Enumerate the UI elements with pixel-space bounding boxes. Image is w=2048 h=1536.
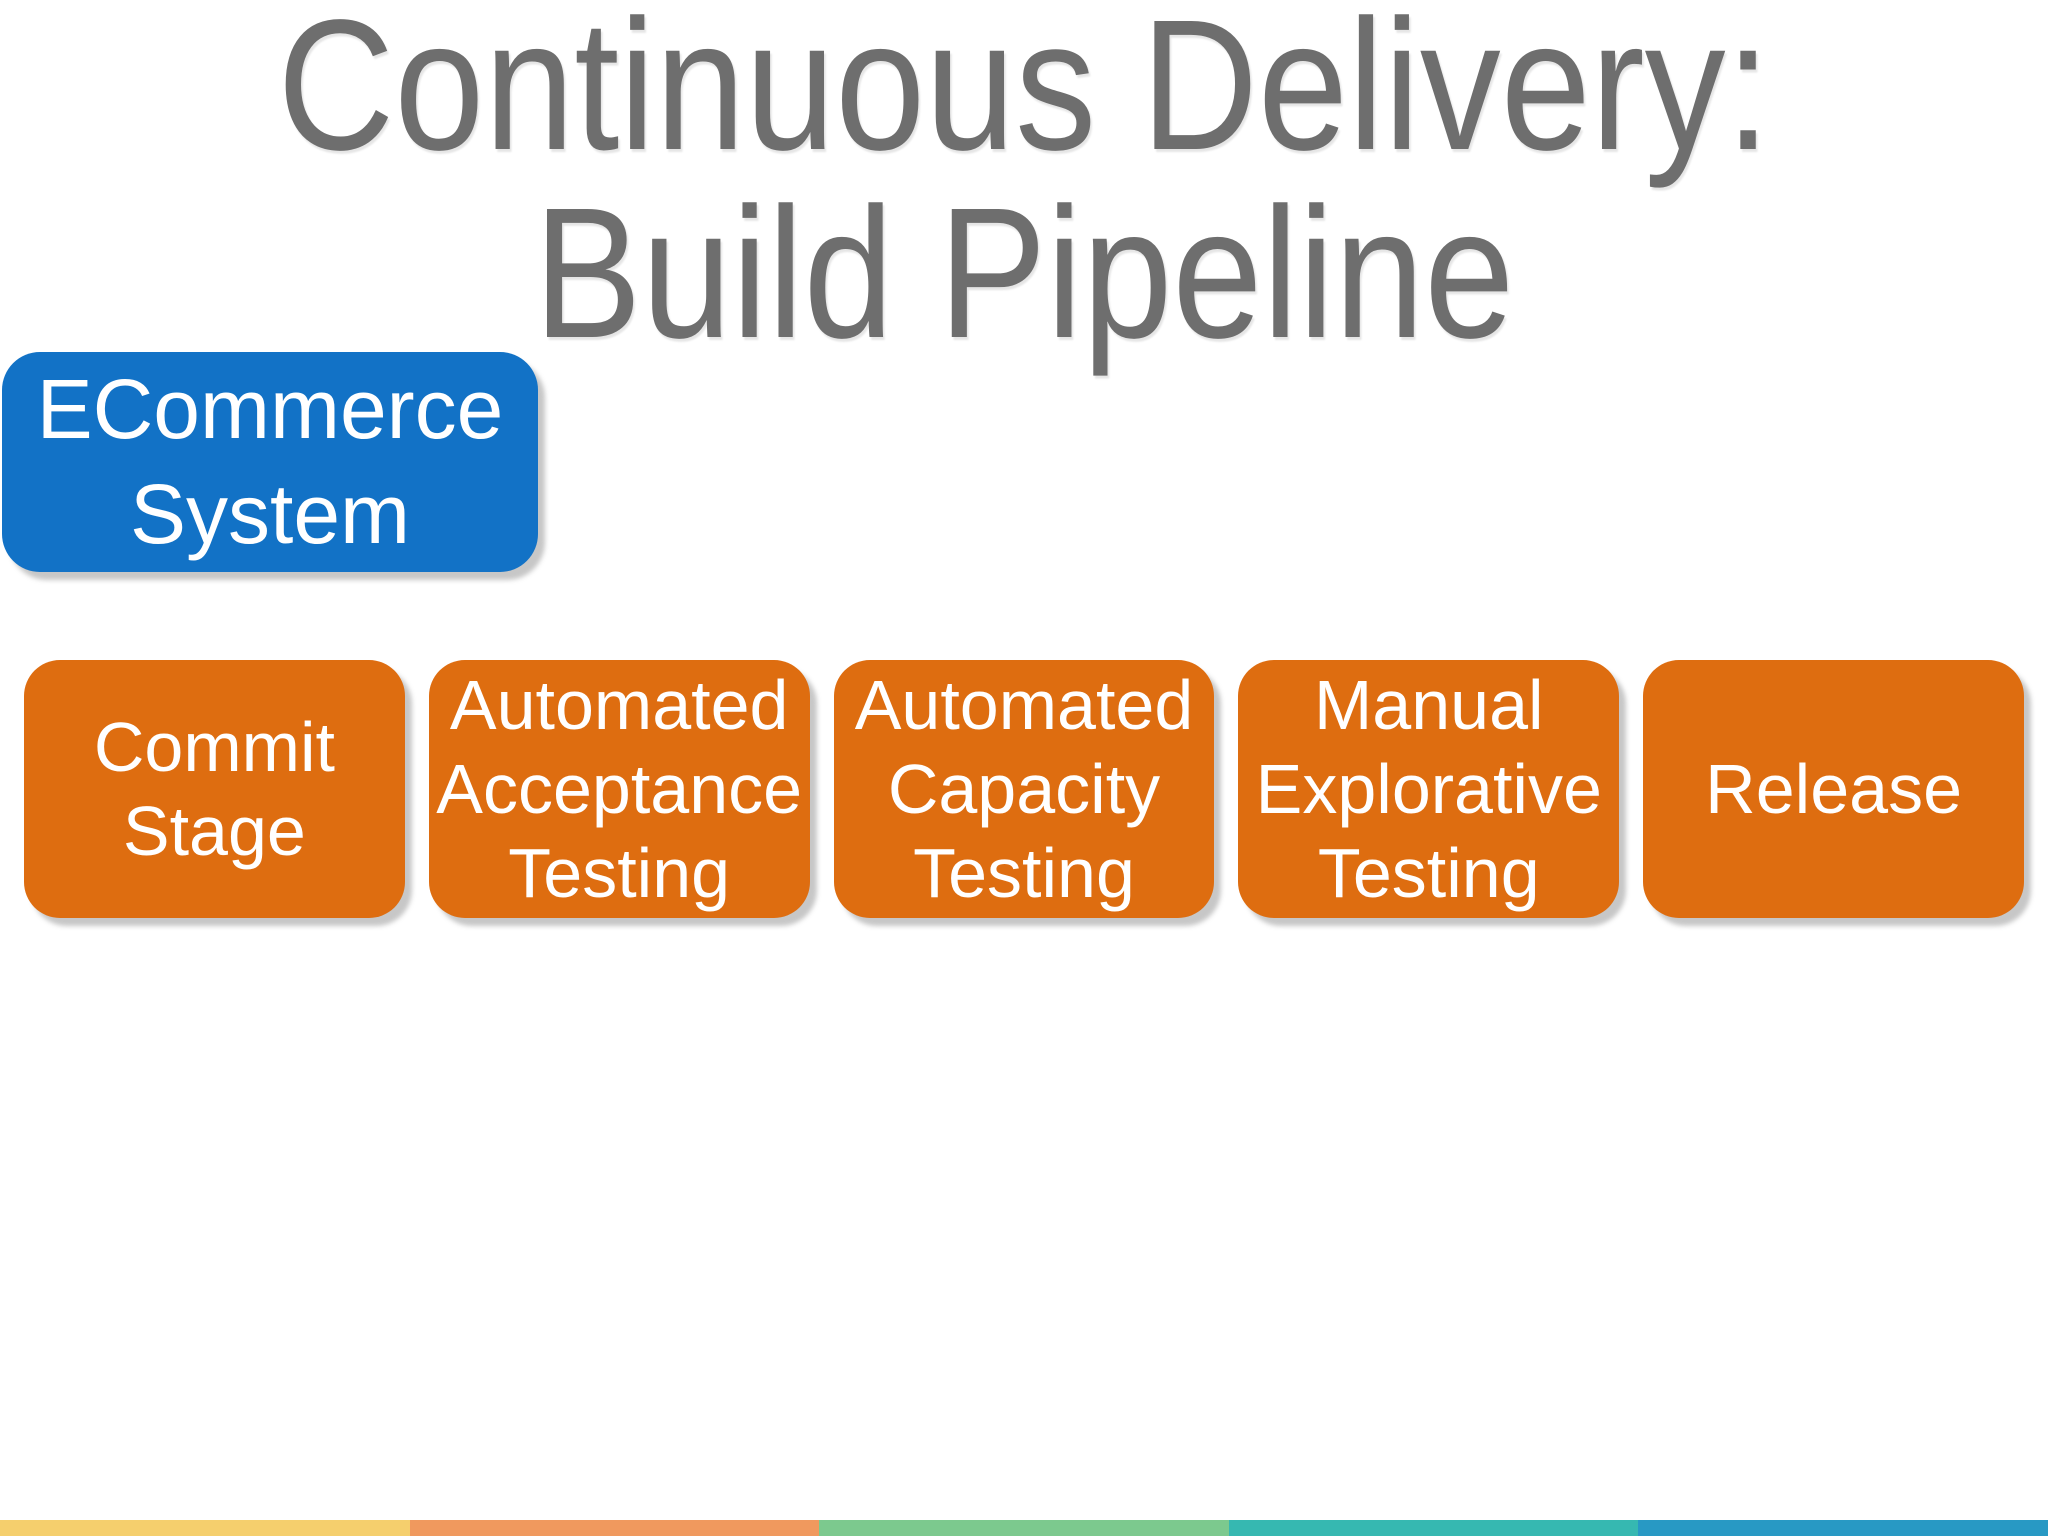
stage-label: Release [1705,750,1962,828]
title-line-2: Build Pipeline [533,169,1515,377]
stage-label: Automated Capacity Testing [854,666,1194,912]
stage-label: Automated Acceptance Testing [436,666,803,912]
footer-color-bar [0,1520,2048,1536]
stage-label: Manual Explorative Testing [1255,666,1602,912]
pipeline-row: Commit Stage Automated Acceptance Testing… [24,660,2024,918]
pipeline-stage-commit-stage: Commit Stage [24,660,405,918]
footer-segment-orange [409,1520,820,1536]
pipeline-stage-release: Release [1643,660,2024,918]
stage-label: Commit Stage [93,708,335,870]
page-title: Continuous Delivery: Build Pipeline [133,0,1915,368]
title-line-1: Continuous Delivery: [277,0,1771,189]
pipeline-stage-automated-capacity-testing: Automated Capacity Testing [833,660,1215,918]
ecommerce-system-box: ECommerce System [2,352,538,572]
footer-segment-teal [1228,1520,1639,1536]
footer-segment-blue [1638,1520,2048,1536]
footer-segment-green [819,1520,1229,1536]
footer-segment-yellow [0,1520,410,1536]
pipeline-stage-manual-explorative-testing: Manual Explorative Testing [1238,660,1620,918]
pipeline-stage-automated-acceptance-testing: Automated Acceptance Testing [428,660,810,918]
system-box-label: ECommerce System [36,362,504,561]
